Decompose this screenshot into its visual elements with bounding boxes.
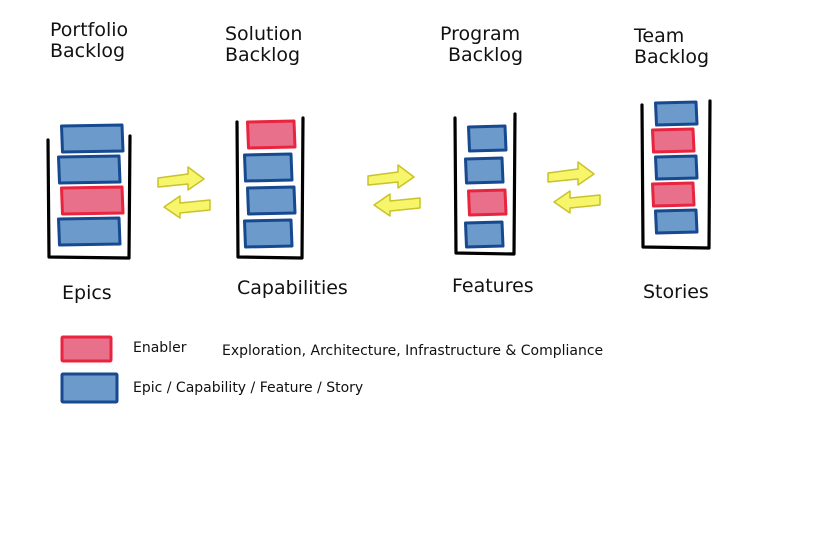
item-block-1-3 (243, 218, 294, 249)
solution-backlog-title: Solution Backlog (225, 24, 302, 66)
solution-title-line1: Solution (225, 23, 303, 45)
arrow-left-icon-0 (163, 195, 211, 219)
arrow-right-icon-1 (367, 164, 415, 189)
program-backlog-title: Program Backlog (440, 24, 523, 66)
enabler-block-0-2 (60, 185, 125, 216)
legend-enabler-swatch (60, 335, 113, 363)
program-title-line1: Program (440, 23, 521, 45)
portfolio-backlog-title: Portfolio Backlog (50, 20, 128, 62)
enabler-block-3-3 (651, 181, 696, 208)
enabler-block-2-2 (467, 188, 508, 217)
solution-title-line2: Backlog (225, 43, 301, 66)
backlog-container-0 (46, 134, 132, 260)
item-block-0-1 (57, 154, 122, 185)
backlog-container-1 (235, 116, 305, 260)
epics-label: Epics (62, 282, 112, 304)
legend-enabler-description: Exploration, Architecture, Infrastructur… (222, 343, 604, 359)
item-block-3-4 (654, 208, 699, 235)
portfolio-title-line1: Portfolio (50, 19, 129, 41)
legend-item-label: Epic / Capability / Feature / Story (133, 380, 364, 396)
team-title-line1: Team (634, 25, 685, 47)
capabilities-label: Capabilities (237, 277, 348, 299)
arrow-left-icon-2 (553, 190, 601, 214)
item-block-2-1 (464, 156, 505, 185)
legend-item-swatch (60, 372, 119, 404)
enabler-block-3-1 (651, 127, 696, 154)
item-block-2-0 (467, 124, 508, 153)
item-block-1-1 (243, 152, 294, 183)
arrow-right-icon-2 (547, 161, 595, 186)
item-block-3-2 (654, 154, 699, 181)
portfolio-title-line2: Backlog (50, 39, 126, 62)
item-block-3-0 (654, 100, 699, 127)
stories-label: Stories (643, 281, 709, 303)
item-block-1-2 (246, 185, 297, 216)
arrow-left-icon-1 (373, 193, 421, 217)
item-block-0-0 (60, 123, 125, 154)
team-title-line2: Backlog (634, 45, 710, 68)
program-title-line2: Backlog (448, 43, 524, 66)
item-block-0-3 (57, 216, 122, 247)
backlog-container-2 (453, 112, 517, 256)
features-label: Features (452, 275, 534, 297)
legend-enabler-label: Enabler (133, 340, 187, 356)
backlog-container-3 (640, 99, 712, 250)
enabler-block-1-0 (246, 119, 297, 150)
item-block-2-3 (464, 220, 505, 249)
arrow-right-icon-0 (157, 166, 205, 191)
team-backlog-title: Team Backlog (634, 26, 709, 68)
